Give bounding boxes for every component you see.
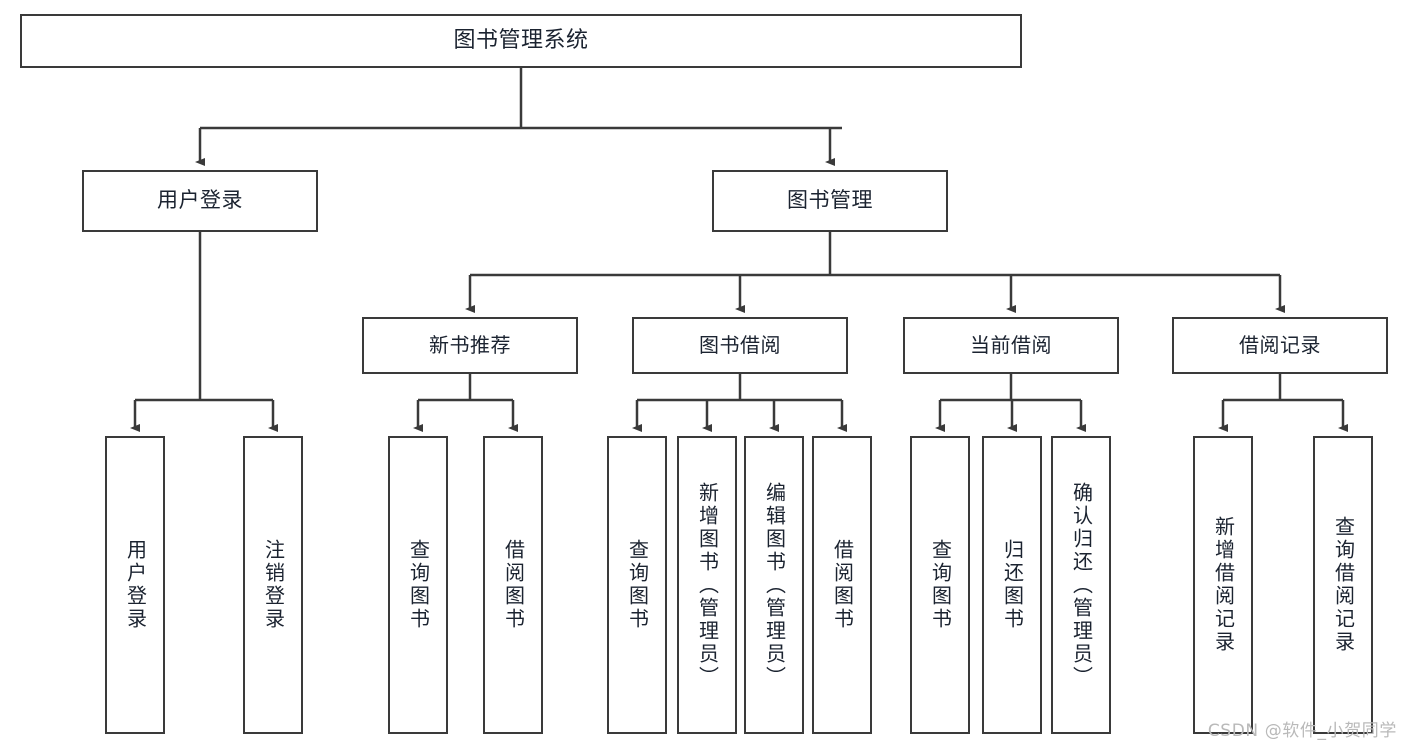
leaf-node-label: 新增图书（管理员）: [695, 481, 720, 689]
node-borrow-record[interactable]: 借阅记录: [1172, 317, 1388, 374]
leaf-node-label: 借阅图书: [501, 539, 526, 631]
node-borrow-record-label: 借阅记录: [1239, 333, 1321, 358]
leaf-node[interactable]: 借阅图书: [812, 436, 872, 734]
node-user-login-label: 用户登录: [157, 188, 243, 213]
leaf-node-label: 新增借阅记录: [1211, 516, 1236, 654]
node-new-book-recommend[interactable]: 新书推荐: [362, 317, 578, 374]
node-user-login[interactable]: 用户登录: [82, 170, 318, 232]
leaf-node[interactable]: 查询图书: [910, 436, 970, 734]
leaf-node-label: 归还图书: [1000, 539, 1025, 631]
leaf-node[interactable]: 新增图书（管理员）: [677, 436, 737, 734]
leaf-node-label: 注销登录: [261, 539, 286, 631]
node-root-label: 图书管理系统: [453, 27, 589, 53]
leaf-node[interactable]: 借阅图书: [483, 436, 543, 734]
leaf-node-label: 查询借阅记录: [1331, 516, 1356, 654]
leaf-node-label: 查询图书: [928, 539, 953, 631]
watermark: CSDN @软件_小贺同学: [1207, 721, 1397, 741]
leaf-node[interactable]: 编辑图书（管理员）: [744, 436, 804, 734]
leaf-node-label: 编辑图书（管理员）: [762, 481, 787, 689]
node-root[interactable]: 图书管理系统: [20, 14, 1022, 68]
node-book-management[interactable]: 图书管理: [712, 170, 948, 232]
leaf-node[interactable]: 注销登录: [243, 436, 303, 734]
leaf-node-label: 用户登录: [123, 539, 148, 631]
node-current-borrow[interactable]: 当前借阅: [903, 317, 1119, 374]
leaf-node[interactable]: 查询图书: [607, 436, 667, 734]
node-book-management-label: 图书管理: [787, 188, 873, 213]
leaf-node-label: 查询图书: [625, 539, 650, 631]
leaf-node-label: 确认归还（管理员）: [1069, 481, 1094, 689]
leaf-node[interactable]: 查询借阅记录: [1313, 436, 1373, 734]
node-book-borrow-label: 图书借阅: [699, 333, 781, 358]
leaf-node[interactable]: 新增借阅记录: [1193, 436, 1253, 734]
leaf-node[interactable]: 归还图书: [982, 436, 1042, 734]
leaf-node[interactable]: 用户登录: [105, 436, 165, 734]
leaf-node[interactable]: 确认归还（管理员）: [1051, 436, 1111, 734]
leaf-node[interactable]: 查询图书: [388, 436, 448, 734]
node-current-borrow-label: 当前借阅: [970, 333, 1052, 358]
leaf-node-label: 借阅图书: [830, 539, 855, 631]
node-new-book-recommend-label: 新书推荐: [429, 333, 511, 358]
leaf-node-label: 查询图书: [406, 539, 431, 631]
node-book-borrow[interactable]: 图书借阅: [632, 317, 848, 374]
